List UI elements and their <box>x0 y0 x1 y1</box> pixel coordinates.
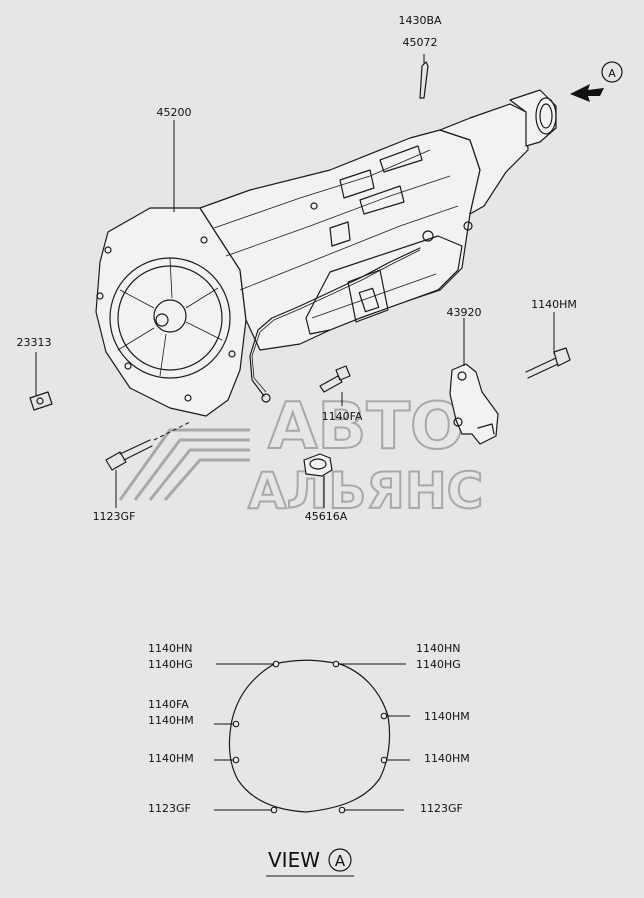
label-1140fa: 1140FA <box>322 410 363 423</box>
label-1140hm: 1140HM <box>531 298 577 311</box>
label-1430ba: 1430BA <box>398 14 442 27</box>
label-1123gf: 1123GF <box>93 510 136 523</box>
tail-housing <box>439 103 529 215</box>
clip-45616a <box>303 453 333 477</box>
bp-right-low: 1140HM <box>424 752 470 765</box>
label-45072: 45072 <box>403 36 438 49</box>
watermark-logo <box>118 428 250 501</box>
bolt-1140hm <box>525 347 571 379</box>
view-a-circle <box>601 61 623 83</box>
view-a-arrow: A <box>570 61 623 102</box>
oil-pan <box>305 235 463 335</box>
torque-converter-hub <box>153 299 187 333</box>
label-45200: 45200 <box>157 106 192 119</box>
bp-right-top-2: 1140HG <box>416 658 461 671</box>
bolt-pattern-leaders <box>214 663 410 811</box>
wiring-harness <box>249 247 421 397</box>
bracket-43920 <box>449 363 499 445</box>
watermark-line-1: АВТО <box>268 390 464 464</box>
label-23313: 23313 <box>17 336 52 349</box>
bolt-1123gf <box>105 421 191 471</box>
view-a-letter: A <box>608 67 616 80</box>
bp-right-mid: 1140HM <box>424 710 470 723</box>
bp-left-mid-1: 1140FA <box>148 698 189 711</box>
label-43920: 43920 <box>447 306 482 319</box>
bp-left-low: 1140HM <box>148 752 194 765</box>
leader-lines <box>35 120 555 508</box>
bolt-pattern-outline <box>228 659 391 814</box>
bp-left-top-2: 1140HG <box>148 658 193 671</box>
bolt-23313 <box>29 391 53 411</box>
label-45616a: 45616A <box>305 510 348 523</box>
view-caption-letter: A <box>335 852 346 870</box>
view-caption-word: VIEW <box>268 848 320 872</box>
bp-right-top-1: 1140HN <box>416 642 461 655</box>
watermark-line-2: АЛЬЯНС <box>248 462 483 520</box>
view-caption-circle <box>328 848 352 872</box>
watermark: АВТО АЛЬЯНС <box>118 389 484 521</box>
dipstick-pin <box>419 54 429 99</box>
bolt-1140fa <box>319 365 351 393</box>
bp-left-top-1: 1140HN <box>148 642 193 655</box>
transmission-assembly <box>95 89 557 417</box>
bp-right-bottom: 1123GF <box>420 802 463 815</box>
bp-left-bottom: 1123GF <box>148 802 191 815</box>
view-caption: VIEW A <box>266 848 354 877</box>
bp-left-mid-2: 1140HM <box>148 714 194 727</box>
